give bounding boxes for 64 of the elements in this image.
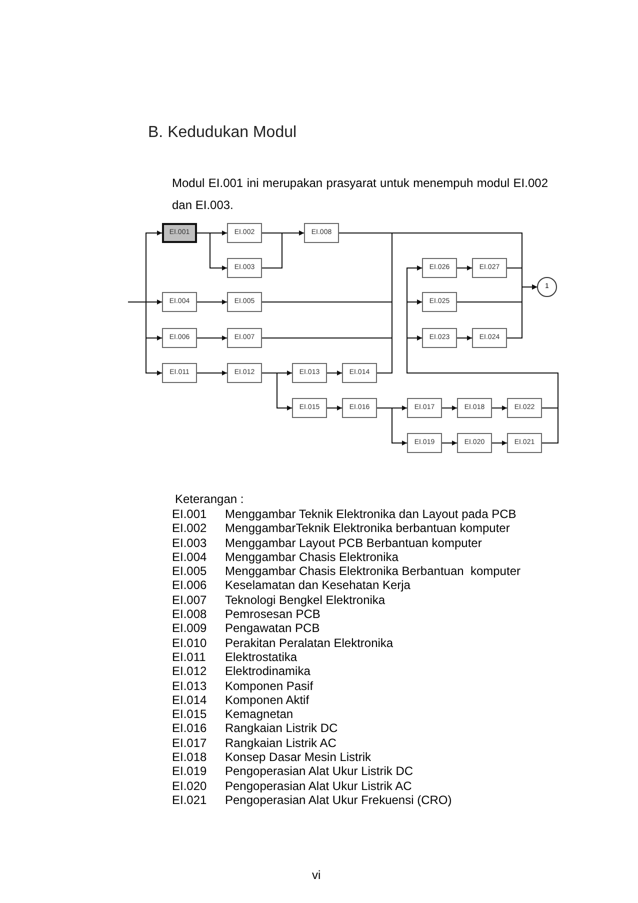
module-description: Pengoperasian Alat Ukur Listrik DC bbox=[225, 764, 414, 779]
module-code: EI.010 bbox=[172, 636, 208, 650]
connector-arrow bbox=[456, 266, 472, 270]
intro-paragraph: Modul EI.001 ini merupakan prasyarat untuk menempuh modul EI.002 dan EI.003. bbox=[172, 175, 548, 214]
module-code: EI.009 bbox=[172, 621, 208, 636]
connector-arrow bbox=[196, 232, 228, 270]
module-code: EI.002 bbox=[172, 521, 208, 536]
module-description: Pengoperasian Alat Ukur Listrik AC bbox=[225, 778, 412, 793]
module-description: Kemagnetan bbox=[225, 707, 294, 722]
module-description: Pengawatan PCB bbox=[225, 621, 320, 636]
module-description: Perakitan Peralatan Elektronika bbox=[225, 636, 394, 650]
connector-arrow bbox=[442, 440, 458, 446]
module-description: Menggambar Teknik Elektronika dan Layout pada PCB bbox=[225, 507, 516, 522]
module-description: Menggambar Chasis Elektronika Berbantuan komputer bbox=[225, 564, 520, 578]
page-number: vi bbox=[312, 867, 321, 884]
module-code: EI.007 bbox=[172, 592, 208, 608]
section-title: B. Kedudukan Modul bbox=[148, 123, 297, 143]
module-description: Komponen Aktif bbox=[225, 692, 310, 708]
module-description: Rangkaian Listrik AC bbox=[225, 736, 336, 750]
module-code: EI.013 bbox=[172, 678, 208, 693]
module-description: Menggambar Chasis Elektronika bbox=[225, 550, 398, 564]
module-description: Menggambar Layout PCB Berbantuan komputer bbox=[225, 536, 482, 550]
connector-arrow bbox=[326, 406, 342, 410]
module-code: EI.020 bbox=[172, 778, 208, 793]
module-code: EI.011 bbox=[172, 650, 207, 664]
connector-arrow bbox=[196, 370, 228, 376]
module-code: EI.004 bbox=[172, 550, 208, 564]
module-code: EI.003 bbox=[172, 536, 208, 550]
connector-arrow bbox=[196, 300, 228, 304]
connector-arrow bbox=[262, 372, 292, 410]
connector-arrow bbox=[128, 302, 162, 376]
module-description: MenggambarTeknik Elektronika berbantuan komputer bbox=[225, 521, 510, 536]
module-code: EI.001 bbox=[172, 507, 208, 522]
module-code: EI.005 bbox=[172, 564, 208, 578]
connector-arrow bbox=[376, 408, 408, 446]
module-description: Rangkaian Listrik DC bbox=[225, 721, 338, 736]
module-description: Pemrosesan PCB bbox=[225, 607, 320, 622]
module-description: Pengoperasian Alat Ukur Frekuensi (CRO) bbox=[225, 792, 452, 808]
connector-arrow bbox=[506, 284, 538, 338]
module-description: Elektrodinamika bbox=[225, 664, 310, 679]
module-code: EI.018 bbox=[172, 750, 208, 764]
connector-arrow bbox=[442, 406, 458, 410]
module-code: EI.019 bbox=[172, 764, 208, 779]
connector-arrow bbox=[456, 336, 472, 340]
module-description: Komponen Pasif bbox=[225, 678, 314, 693]
module-code: EI.017 bbox=[172, 736, 208, 750]
connector-arrow bbox=[406, 336, 558, 444]
legend-heading: Keterangan : bbox=[175, 492, 244, 506]
module-code: EI.006 bbox=[172, 578, 208, 593]
module-code: EI.014 bbox=[172, 692, 208, 708]
module-code: EI.016 bbox=[172, 721, 208, 736]
connector-arrow bbox=[326, 370, 342, 376]
module-code: EI.015 bbox=[172, 707, 208, 722]
connector-arrow bbox=[492, 440, 508, 446]
module-code: EI.008 bbox=[172, 607, 208, 622]
connector-arrow bbox=[262, 230, 304, 268]
module-description: Teknologi Bengkel Elektronika bbox=[225, 592, 386, 608]
connector-arrow bbox=[492, 406, 508, 410]
module-code: EI.021 bbox=[172, 792, 208, 808]
module-code: EI.012 bbox=[172, 664, 208, 679]
module-description: Konsep Dasar Mesin Listrik bbox=[225, 750, 372, 764]
connector-arrow bbox=[196, 336, 228, 340]
module-description: Elektrostatika bbox=[225, 650, 298, 664]
module-description: Keselamatan dan Kesehatan Kerja bbox=[225, 578, 410, 593]
